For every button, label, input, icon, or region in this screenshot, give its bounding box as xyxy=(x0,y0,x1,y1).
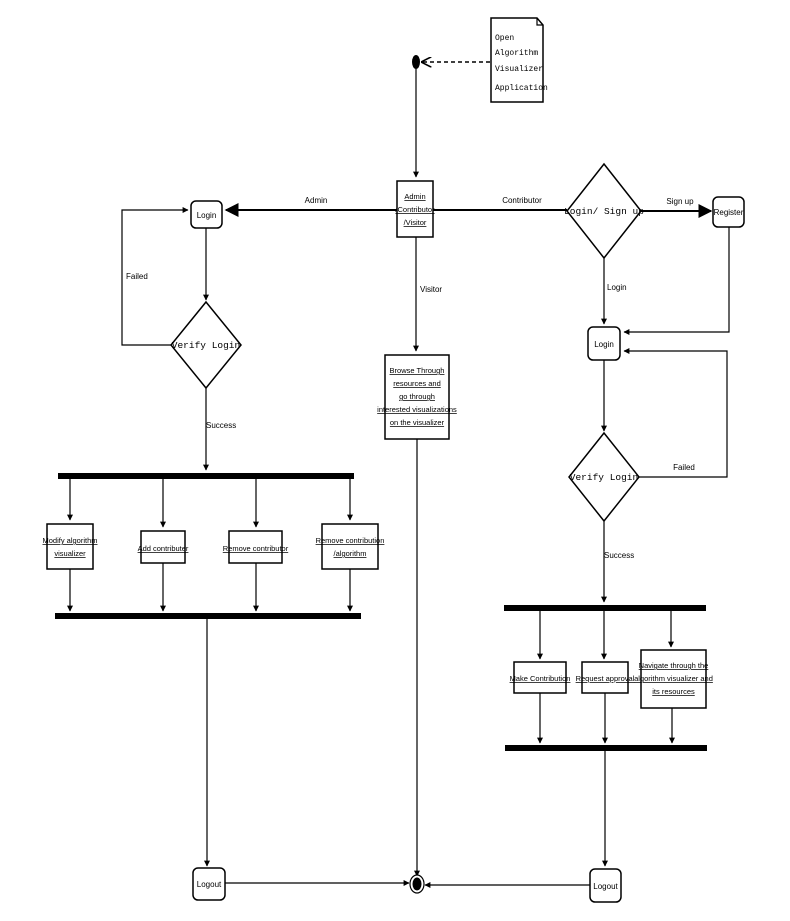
admin-failed-label: Failed xyxy=(126,272,148,281)
admin-success-label: Success xyxy=(206,421,236,430)
svg-text:go through: go through xyxy=(399,392,435,401)
admin-join-bar xyxy=(55,613,361,619)
svg-text:/Contributor: /Contributor xyxy=(395,205,435,214)
admin-fork-bar xyxy=(58,473,354,479)
note-line: Open xyxy=(495,34,514,43)
svg-text:visualizer: visualizer xyxy=(54,549,86,558)
svg-text:interested visualizations: interested visualizations xyxy=(377,405,457,414)
contributor-fork-bar xyxy=(504,605,706,611)
svg-text:Login: Login xyxy=(594,340,614,349)
svg-text:resources and: resources and xyxy=(393,379,441,388)
svg-text:Logout: Logout xyxy=(593,882,618,891)
action-add-contributer[interactable]: Add contributer xyxy=(138,530,189,564)
action-navigate-visualizer[interactable]: Navigate through the algorithm visualize… xyxy=(634,649,713,709)
admin-login-node[interactable]: Login xyxy=(190,200,223,229)
svg-text:Admin: Admin xyxy=(404,192,425,201)
admin-logout-node[interactable]: Logout xyxy=(192,867,226,901)
role-node[interactable]: Admin /Contributor /Visitor xyxy=(395,180,435,238)
svg-text:Login/ Sign up: Login/ Sign up xyxy=(564,206,644,217)
action-remove-contribution-algorithm[interactable]: Remove contribution /algorithm xyxy=(316,523,385,570)
visitor-edge-label: Visitor xyxy=(420,285,442,294)
action-request-approval[interactable]: Request approval xyxy=(576,661,635,694)
note-line: Application xyxy=(495,84,548,93)
svg-text:/algorithm: /algorithm xyxy=(334,549,367,558)
action-modify-algorithm-visualizer[interactable]: Modify algorithm visualizer xyxy=(42,523,98,570)
register-node[interactable]: Register xyxy=(712,196,745,228)
start-node xyxy=(412,55,420,69)
svg-text:Remove contribution: Remove contribution xyxy=(316,536,385,545)
svg-text:Modify algorithm: Modify algorithm xyxy=(42,536,97,545)
svg-text:Browse Through: Browse Through xyxy=(390,366,445,375)
svg-text:Make Contribution: Make Contribution xyxy=(510,674,571,683)
start-note: Open Algorithm Visualizer Application xyxy=(490,17,548,103)
visitor-browse-action[interactable]: Browse Through resources and go through … xyxy=(377,354,457,440)
contributor-failed-edge xyxy=(623,348,728,478)
login-edge-label: Login xyxy=(607,283,627,292)
contributor-failed-label: Failed xyxy=(673,463,695,472)
admin-edge-label: Admin xyxy=(305,196,328,205)
svg-text:Verify Login: Verify Login xyxy=(172,340,240,351)
svg-text:Add contributer: Add contributer xyxy=(138,544,189,553)
login-signup-decision[interactable]: Login/ Sign up xyxy=(564,162,644,260)
svg-text:algorithm visualizer and: algorithm visualizer and xyxy=(634,674,713,683)
svg-text:Verify Login: Verify Login xyxy=(570,472,638,483)
svg-text:Request approval: Request approval xyxy=(576,674,635,683)
note-line: Visualizer xyxy=(495,65,543,74)
contributor-verify-decision[interactable]: Verify Login xyxy=(568,431,640,523)
contributor-join-bar xyxy=(505,745,707,751)
svg-text:/Visitor: /Visitor xyxy=(404,218,427,227)
register-to-login-edge xyxy=(623,227,730,335)
svg-text:Remove contributor: Remove contributor xyxy=(223,544,289,553)
action-make-contribution[interactable]: Make Contribution xyxy=(510,661,571,694)
svg-text:Logout: Logout xyxy=(197,880,222,889)
contributor-login-node[interactable]: Login xyxy=(587,326,621,361)
contributor-success-label: Success xyxy=(604,551,634,560)
svg-text:Navigate through the: Navigate through the xyxy=(639,661,709,670)
signup-edge-label: Sign up xyxy=(666,197,694,206)
svg-text:Register: Register xyxy=(714,208,744,217)
action-remove-contributor[interactable]: Remove contributor xyxy=(223,530,289,564)
admin-failed-edge xyxy=(121,207,189,346)
end-node xyxy=(409,874,425,894)
svg-text:its resources: its resources xyxy=(652,687,695,696)
svg-text:on the visualizer: on the visualizer xyxy=(390,418,445,427)
note-line: Algorithm xyxy=(495,49,538,58)
contributor-edge-label: Contributor xyxy=(502,196,542,205)
contributor-logout-node[interactable]: Logout xyxy=(589,868,622,903)
admin-verify-decision[interactable]: Verify Login xyxy=(170,300,242,390)
svg-text:Login: Login xyxy=(197,211,217,220)
